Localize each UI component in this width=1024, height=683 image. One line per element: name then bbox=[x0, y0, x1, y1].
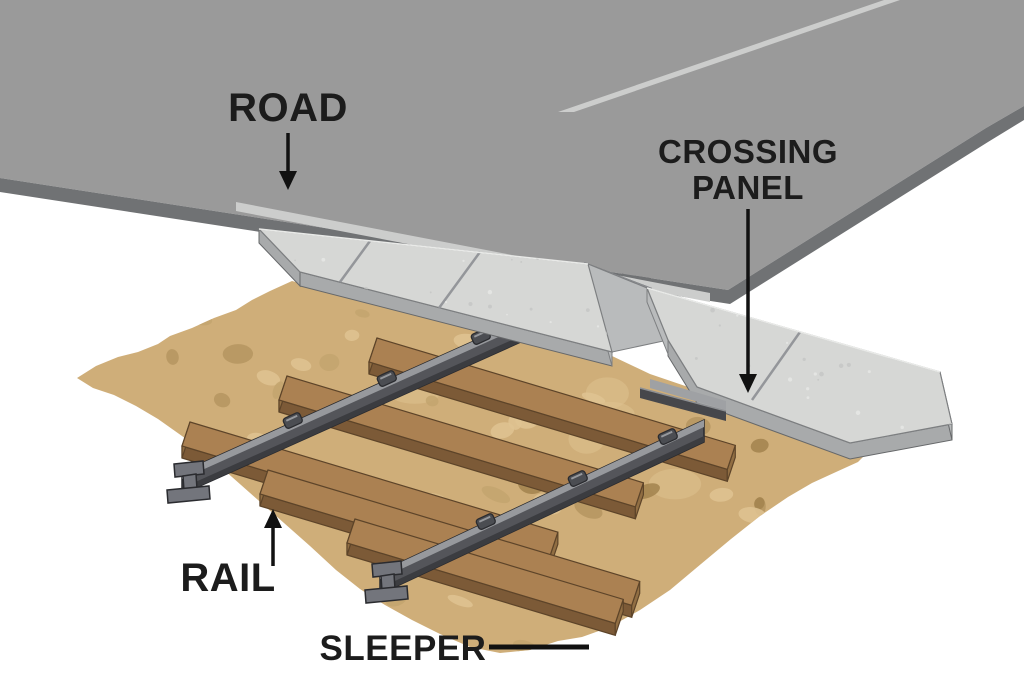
sleeper-top-face bbox=[346, 518, 625, 625]
rail-clip bbox=[657, 428, 678, 445]
rail-clip bbox=[475, 513, 496, 530]
callouts: ROAD CROSSING PANEL RAIL SLEEPER bbox=[180, 86, 838, 668]
crossing-panel-row-left bbox=[257, 227, 669, 367]
label-road: ROAD bbox=[228, 86, 348, 130]
arrowhead-icon bbox=[264, 509, 282, 528]
rail-near-base-shade bbox=[380, 436, 704, 594]
arrowhead-icon bbox=[279, 171, 297, 190]
panel-seam bbox=[338, 240, 372, 283]
panel-seam bbox=[437, 251, 482, 309]
flangeway-highlight bbox=[639, 387, 727, 412]
panel-seam bbox=[750, 331, 802, 401]
rail-near-end-profile bbox=[364, 560, 409, 604]
rail-near-flangeway bbox=[639, 379, 727, 421]
rail-near bbox=[364, 418, 705, 604]
rail-far-end-profile bbox=[166, 460, 211, 504]
rail-clip bbox=[376, 370, 397, 387]
road-edge-line-far bbox=[558, 0, 900, 112]
label-sleeper: SLEEPER bbox=[320, 629, 487, 668]
road-arrow bbox=[279, 133, 297, 190]
flangeway-guard bbox=[650, 379, 726, 410]
panel-top-highlight bbox=[646, 287, 941, 373]
crossing-panel-arrow bbox=[739, 209, 757, 393]
rail-arrow bbox=[264, 509, 282, 566]
rail-near-head-top bbox=[380, 420, 704, 579]
label-crossing-panel-line1: CROSSING bbox=[658, 133, 838, 170]
label-crossing-panel-line2: PANEL bbox=[692, 169, 804, 206]
rail-clip bbox=[282, 412, 303, 429]
sleeper-top-face bbox=[368, 337, 737, 471]
rail-clip bbox=[567, 470, 588, 487]
panel-top-highlight bbox=[258, 228, 589, 265]
label-rail: RAIL bbox=[180, 556, 275, 600]
sleeper-top-face bbox=[259, 469, 641, 607]
road-surface bbox=[0, 0, 1024, 290]
flangeway-groove bbox=[640, 388, 726, 421]
crossing-panel-row-right bbox=[645, 287, 953, 460]
arrowhead-icon bbox=[739, 374, 757, 393]
